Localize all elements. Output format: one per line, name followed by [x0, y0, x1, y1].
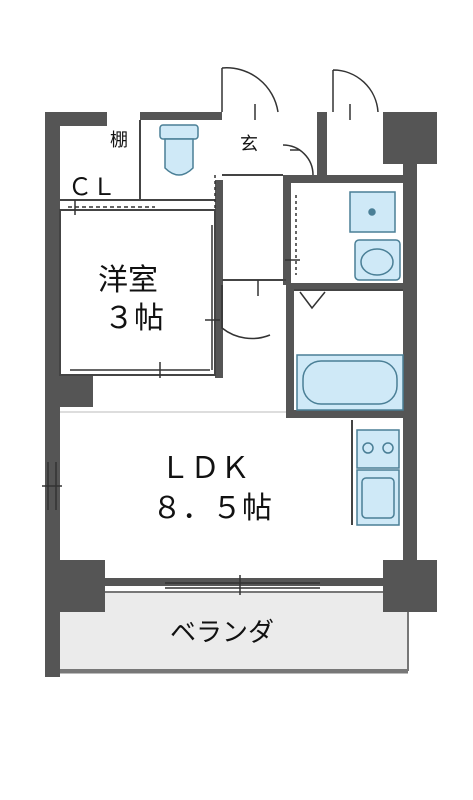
doors	[214, 67, 379, 340]
ldk-label: ＬＤＫ	[160, 451, 250, 486]
shelf-label: 棚	[110, 130, 128, 151]
western-room-size: ３帖	[104, 301, 164, 336]
toilet-bowl	[164, 138, 194, 176]
ldk-size: ８．５帖	[152, 491, 272, 526]
veranda-label: ベランダ	[170, 618, 274, 648]
fixtures	[159, 124, 404, 526]
veranda-area	[57, 591, 409, 671]
entrance-label: 玄	[240, 134, 258, 155]
toilet-tank	[159, 124, 199, 140]
walls	[45, 112, 437, 677]
closet-label: ＣＬ	[68, 173, 116, 201]
western-room-label: 洋室	[98, 263, 158, 298]
window-marks	[42, 200, 320, 595]
interior-lines	[59, 120, 403, 525]
